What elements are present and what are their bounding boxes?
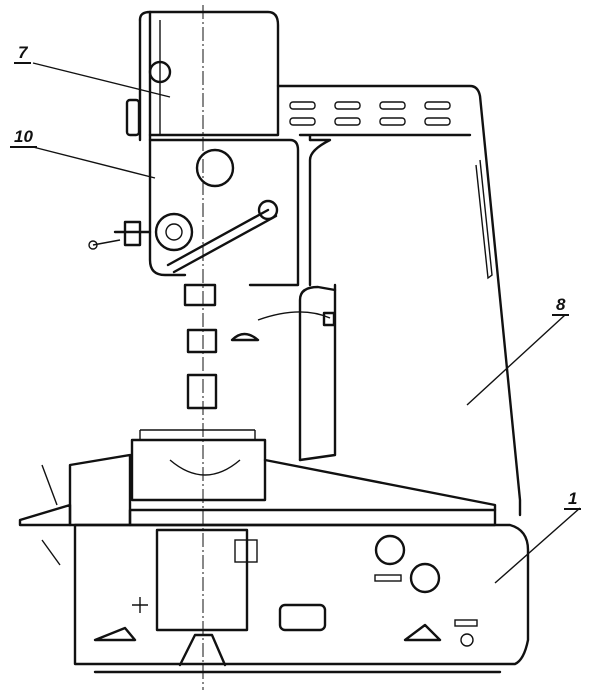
label-10: 10 (10, 128, 37, 148)
label-7: 7 (14, 44, 32, 64)
spindle-head (88, 10, 336, 410)
vent-slots (289, 101, 451, 126)
base (73, 523, 530, 674)
column-body (276, 84, 522, 517)
leader-lines (32, 62, 581, 584)
label-1: 1 (564, 490, 582, 510)
label-8: 8 (552, 296, 570, 316)
